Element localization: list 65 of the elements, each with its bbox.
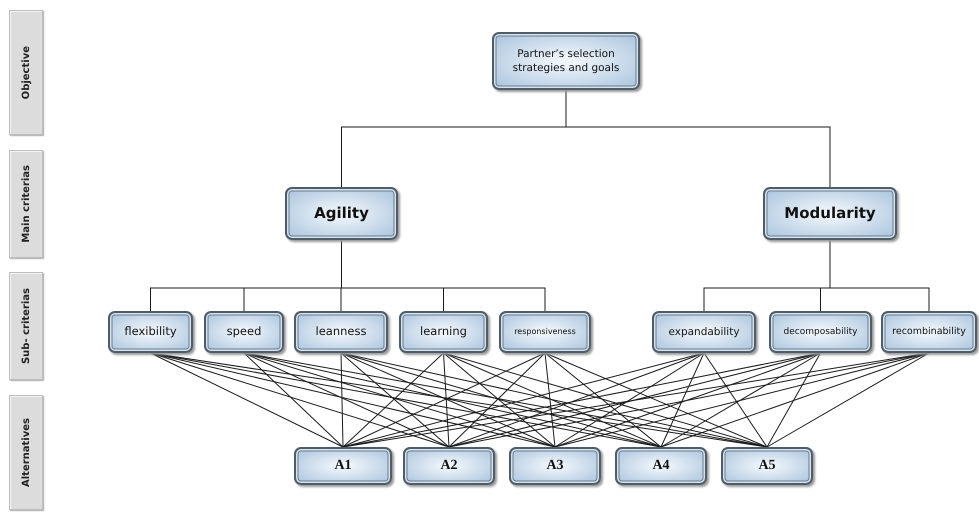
connector-line	[766, 352, 930, 448]
box-label: speed	[226, 324, 262, 340]
criterion-box	[403, 447, 495, 485]
level-band	[9, 10, 43, 135]
connector-line	[554, 352, 821, 448]
level-label: Objective	[20, 46, 32, 100]
criterion-box	[615, 447, 707, 485]
connector-line	[244, 352, 450, 448]
criterion-box	[721, 447, 813, 485]
box-label: A4	[652, 456, 670, 475]
connector-line	[443, 352, 768, 448]
box-label: Partner’s selection strategies and goals	[512, 46, 620, 76]
connector-line	[443, 352, 662, 448]
connector-line	[340, 352, 344, 448]
criterion-box	[399, 311, 488, 353]
connector-line	[544, 352, 556, 448]
box-label: A3	[546, 456, 564, 475]
connector-line	[448, 352, 704, 448]
connector-line	[544, 352, 768, 448]
level-band	[9, 150, 43, 258]
connector-line	[704, 352, 768, 448]
criterion-box	[285, 187, 398, 240]
level-label: Sub- criterias	[20, 288, 32, 364]
connector-line	[660, 352, 821, 448]
criterion-box	[294, 311, 388, 353]
box-label: leanness	[316, 324, 366, 340]
criterion-box	[652, 311, 756, 353]
connector-line	[830, 240, 930, 312]
box-label: flexibility	[124, 324, 177, 340]
criterion-box	[108, 311, 193, 353]
box-label: A5	[758, 456, 776, 475]
box-label: learning	[420, 324, 467, 340]
level-label: Main criterias	[20, 165, 32, 243]
connector-line	[244, 352, 344, 448]
connector-line	[341, 240, 546, 312]
connector-line	[150, 352, 556, 448]
criterion-box	[204, 311, 284, 353]
connector-line	[150, 352, 344, 448]
box-label: Agility	[314, 203, 369, 224]
connector-line	[554, 352, 930, 448]
box-label: expandability	[668, 324, 740, 340]
connector-line	[660, 352, 704, 448]
level-band	[9, 272, 43, 380]
criterion-box	[881, 311, 977, 353]
criterion-box	[509, 447, 601, 485]
criterion-box	[492, 32, 640, 90]
connector-line	[660, 352, 930, 448]
criterion-box	[499, 311, 591, 353]
connector-line	[244, 352, 556, 448]
criterion-box	[294, 447, 392, 485]
connector-line	[443, 352, 450, 448]
box-label: responsiveness	[514, 326, 576, 338]
criterion-box	[769, 311, 872, 353]
level-band	[9, 395, 43, 510]
box-label: Modularity	[784, 203, 876, 224]
box-label: A2	[440, 456, 458, 475]
criterion-box	[763, 187, 897, 240]
connector-line	[554, 352, 704, 448]
box-label: recombinability	[892, 326, 966, 338]
level-label: Alternatives	[20, 418, 32, 487]
box-label: A1	[334, 456, 352, 475]
connector-line	[766, 352, 821, 448]
box-label: decomposability	[784, 326, 858, 338]
connector-line	[544, 352, 662, 448]
connector-line	[150, 352, 450, 448]
